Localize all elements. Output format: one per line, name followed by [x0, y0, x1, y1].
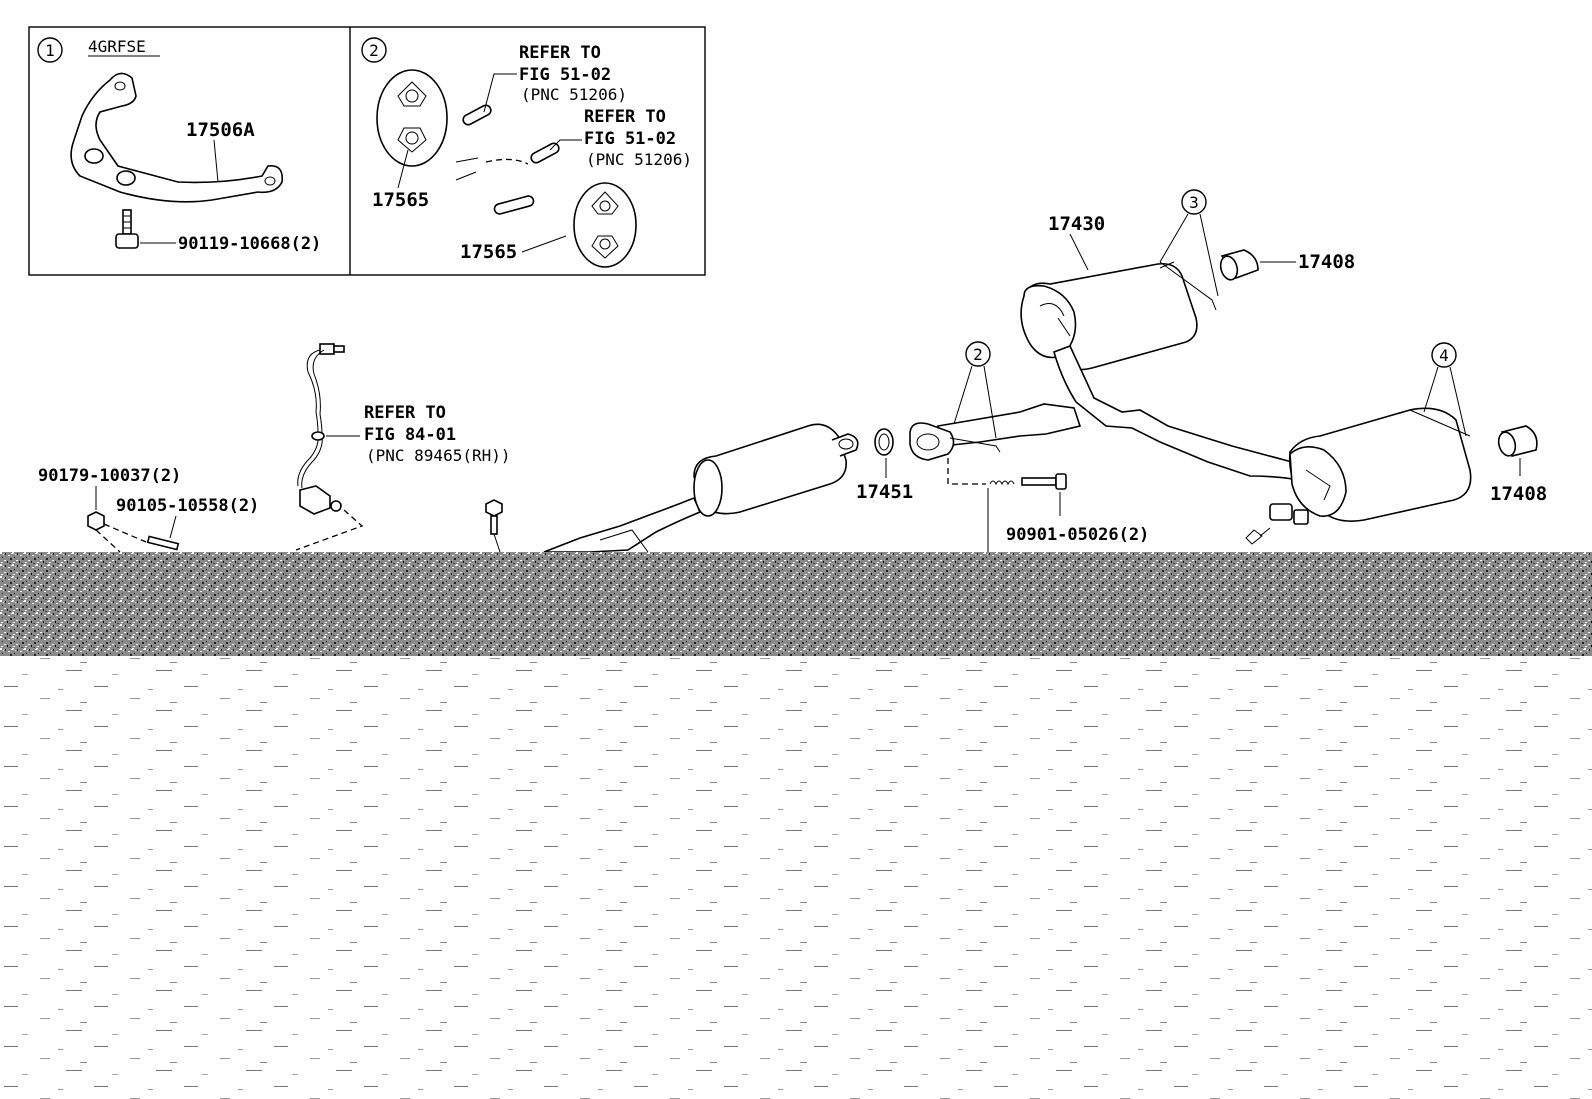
rubber-hanger-icon: [376, 69, 448, 167]
callout-3: 3: [1181, 189, 1207, 215]
nut-icon: [87, 511, 147, 553]
callout-4: 4: [1431, 342, 1457, 368]
inset-frame: [28, 26, 706, 276]
svg-text:FIG 84-01: FIG 84-01: [364, 425, 456, 445]
label-90105-10558: 90105-10558(2): [116, 496, 259, 516]
scan-noise-band: [0, 552, 1592, 656]
rear-muffler: [1288, 407, 1472, 522]
tail-pipe-top: [1219, 249, 1259, 281]
svg-text:(PNC 51206): (PNC 51206): [586, 150, 692, 169]
callout-1: 1: [37, 37, 63, 63]
label-17506a: 17506A: [186, 119, 255, 141]
svg-text:FIG 51-02: FIG 51-02: [584, 129, 676, 149]
label-90119-10668: 90119-10668(2): [178, 234, 321, 254]
rubber-hanger-icon: [573, 182, 637, 268]
svg-text:2: 2: [973, 345, 983, 364]
bolt-icon: [115, 209, 139, 249]
svg-text:2: 2: [369, 41, 379, 60]
front-pipe-flange: [909, 422, 1001, 461]
center-muffler: [543, 423, 859, 553]
refer-to-a: REFER TO FIG 51-02 (PNC 51206): [483, 43, 627, 113]
refer-to-sensor: REFER TO FIG 84-01 (PNC 89465(RH)): [326, 403, 511, 465]
svg-text:REFER TO: REFER TO: [584, 107, 666, 127]
engine-label: 4GRFSE: [88, 37, 146, 56]
callout-2-inset: 2: [361, 37, 387, 63]
svg-text:4: 4: [1439, 346, 1449, 365]
front-bolt: [485, 499, 503, 553]
scan-speckle-area: [0, 656, 1592, 1099]
label-90179-10037: 90179-10037(2): [38, 466, 181, 486]
refer-to-b: REFER TO FIG 51-02 (PNC 51206): [549, 107, 692, 169]
label-17565-top: 17565: [372, 189, 429, 211]
svg-text:FIG 51-02: FIG 51-02: [519, 65, 611, 85]
gasket-17451: [874, 428, 894, 456]
svg-text:REFER TO: REFER TO: [364, 403, 446, 423]
label-17408-bottom: 17408: [1490, 483, 1547, 505]
main-muffler-17430: [1020, 261, 1217, 371]
label-17408-top: 17408: [1298, 251, 1355, 273]
label-90901-05026: 90901-05026(2): [1006, 525, 1149, 545]
label-17565-bottom: 17565: [460, 241, 517, 263]
stud-icon: [146, 535, 180, 551]
bracket-17506a: [70, 72, 284, 203]
tail-pipe-bottom: [1497, 425, 1538, 457]
inset-1: 1 4GRFSE 17506A 90119-10668(2): [37, 37, 321, 254]
callout-2-main: 2: [965, 341, 991, 367]
spring-bolt: [947, 458, 1067, 490]
svg-text:(PNC 51206): (PNC 51206): [521, 85, 627, 104]
svg-text:(PNC 89465(RH)): (PNC 89465(RH)): [366, 446, 511, 465]
label-17451: 17451: [856, 481, 913, 503]
hanger-pin-icon: [455, 104, 560, 215]
inset-2: 2 17565 REFER TO FIG 51-02 (PNC 51206) R…: [361, 37, 692, 268]
rear-hanger-bracket: [1245, 503, 1309, 545]
oxygen-sensor: [295, 343, 364, 551]
svg-text:1: 1: [45, 41, 55, 60]
svg-text:REFER TO: REFER TO: [519, 43, 601, 63]
svg-text:3: 3: [1189, 193, 1199, 212]
label-17430: 17430: [1048, 213, 1105, 235]
